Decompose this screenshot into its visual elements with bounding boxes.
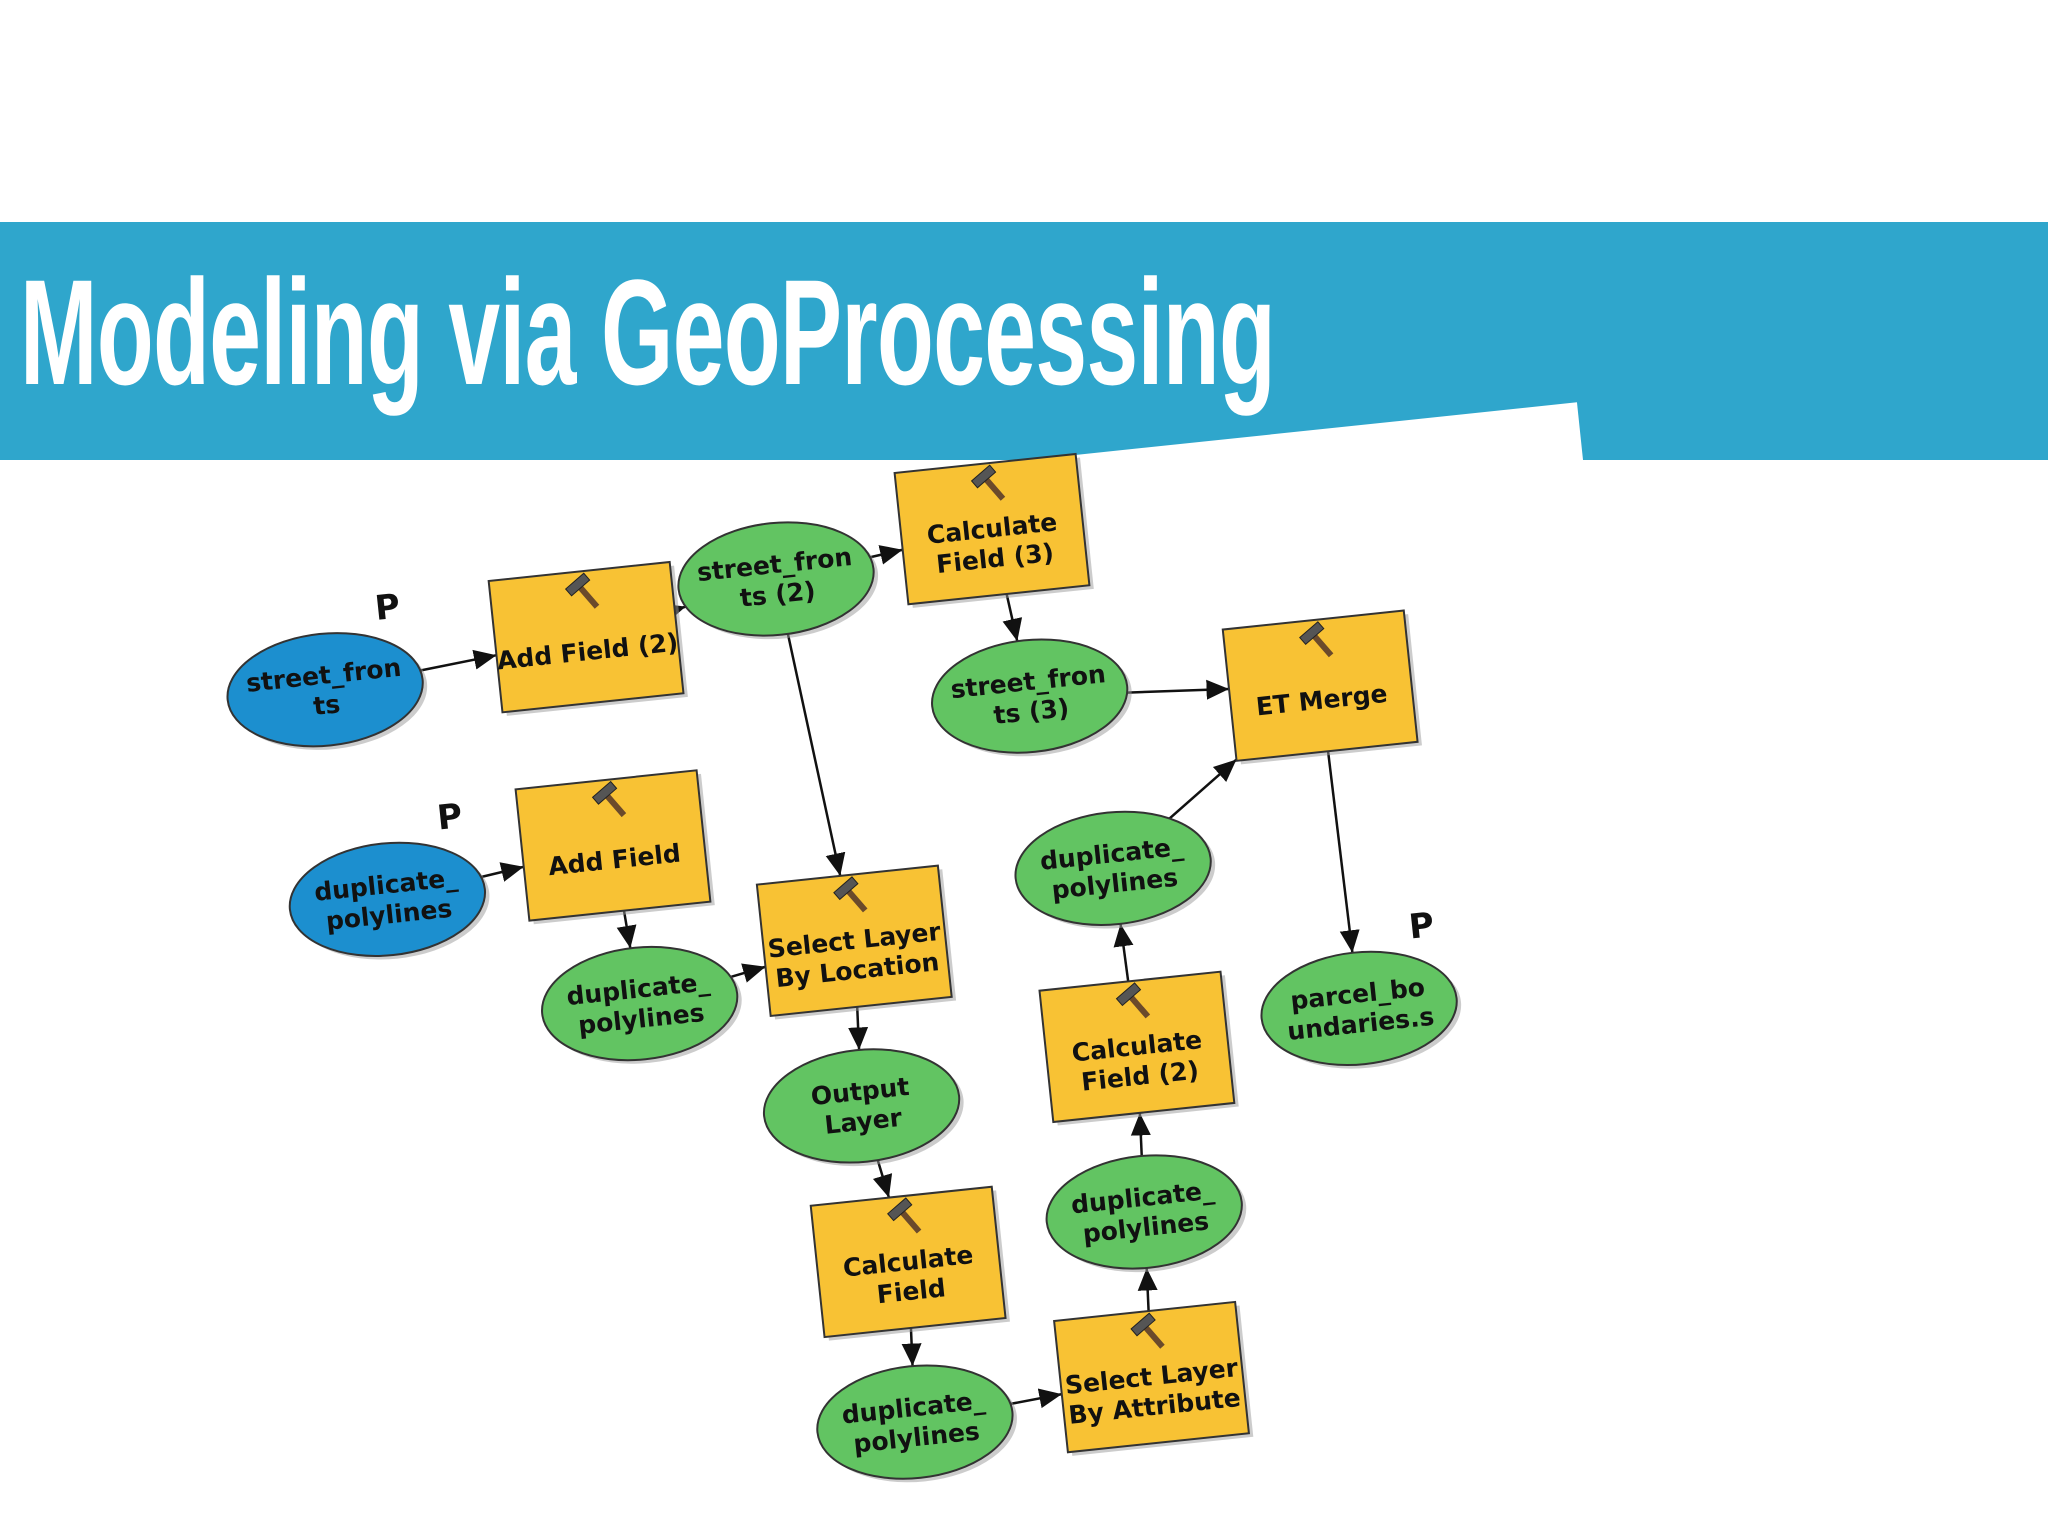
derived-data-node[interactable]: duplicate_polylines <box>1041 1146 1252 1282</box>
connector-arrow <box>420 649 497 672</box>
node-label: duplicate_ <box>1039 832 1186 876</box>
node-label: street_fron <box>949 659 1107 704</box>
connector-arrow <box>1168 758 1238 820</box>
connector-arrow <box>616 910 637 949</box>
connector-arrow <box>1326 751 1360 953</box>
node-label: Add Field <box>547 839 682 882</box>
node-label: duplicate_ <box>565 967 712 1011</box>
connector-arrow <box>901 1327 922 1367</box>
connector-arrow <box>1130 1112 1151 1157</box>
connector-arrow <box>869 545 903 565</box>
hammer-icon <box>564 572 600 609</box>
connector-arrow <box>1002 593 1023 642</box>
node-label: street_fron <box>696 542 854 587</box>
node-label: polylines <box>1081 1206 1210 1248</box>
tool-node[interactable]: Add Field <box>514 769 715 925</box>
parameter-marker: P <box>373 587 402 629</box>
node-label: polylines <box>577 998 706 1040</box>
node-label: Calculate <box>842 1240 975 1283</box>
node-label: duplicate_ <box>840 1386 987 1430</box>
node-label: By Attribute <box>1067 1383 1242 1430</box>
derived-data-node[interactable]: duplicate_polylines <box>812 1356 1023 1492</box>
diagram-background <box>224 402 1682 1536</box>
node-label: Field (2) <box>1080 1056 1200 1097</box>
node-label: Select Layer <box>766 917 942 964</box>
hammer-icon <box>887 1197 922 1234</box>
node-label: polylines <box>324 894 453 936</box>
node-label: undaries.s <box>1286 1002 1436 1046</box>
node-label: parcel_bo <box>1289 972 1426 1015</box>
node-label: ET Merge <box>1255 679 1389 722</box>
parameter-marker: P <box>1407 905 1436 947</box>
node-label: Select Layer <box>1064 1353 1240 1400</box>
tool-node[interactable]: ET Merge <box>1221 609 1422 765</box>
connector-arrow <box>786 633 846 877</box>
node-label: ts <box>312 689 342 721</box>
node-label: polylines <box>852 1416 981 1458</box>
node-label: By Location <box>774 947 940 993</box>
node-label: street_fron <box>245 653 403 698</box>
connector-arrow <box>661 603 687 623</box>
node-label: Output <box>809 1072 910 1111</box>
connector-arrow <box>730 963 766 983</box>
derived-data-node[interactable]: duplicate_polylines <box>1010 802 1221 938</box>
slide-title: Modeling via GeoProcessing <box>20 248 1276 416</box>
connector-arrow <box>480 862 525 882</box>
tool-node[interactable]: Add Field (2) <box>487 560 688 717</box>
connector-arrow <box>1127 679 1230 700</box>
node-label: Field <box>875 1273 947 1309</box>
node-label: Calculate <box>1070 1025 1203 1068</box>
parameter-marker: P <box>435 796 464 838</box>
node-label: Layer <box>823 1103 904 1140</box>
hammer-icon <box>1130 1312 1165 1349</box>
node-label: Field (3) <box>935 538 1055 579</box>
connector-arrow <box>872 1159 893 1198</box>
connector-arrow <box>848 1006 869 1050</box>
node-label: duplicate_ <box>313 863 460 907</box>
node-label: polylines <box>1050 863 1179 905</box>
hammer-icon <box>833 876 868 913</box>
hammer-icon <box>591 780 627 818</box>
node-label: ts (3) <box>992 693 1070 730</box>
node-label: Add Field (2) <box>496 628 680 676</box>
input-data-node[interactable]: duplicate_polylines P <box>280 794 495 969</box>
connector-arrow <box>1113 923 1134 982</box>
node-label: duplicate_ <box>1070 1176 1217 1220</box>
connector-arrow <box>1010 1388 1063 1409</box>
hammer-icon <box>1115 982 1151 1019</box>
hammer-icon <box>1299 621 1334 658</box>
hammer-icon <box>970 464 1006 501</box>
node-label: ts (2) <box>738 576 816 613</box>
derived-data-node[interactable]: duplicate_polylines <box>536 937 747 1073</box>
connector-arrow <box>1137 1267 1158 1312</box>
node-label: Calculate <box>925 507 1058 550</box>
